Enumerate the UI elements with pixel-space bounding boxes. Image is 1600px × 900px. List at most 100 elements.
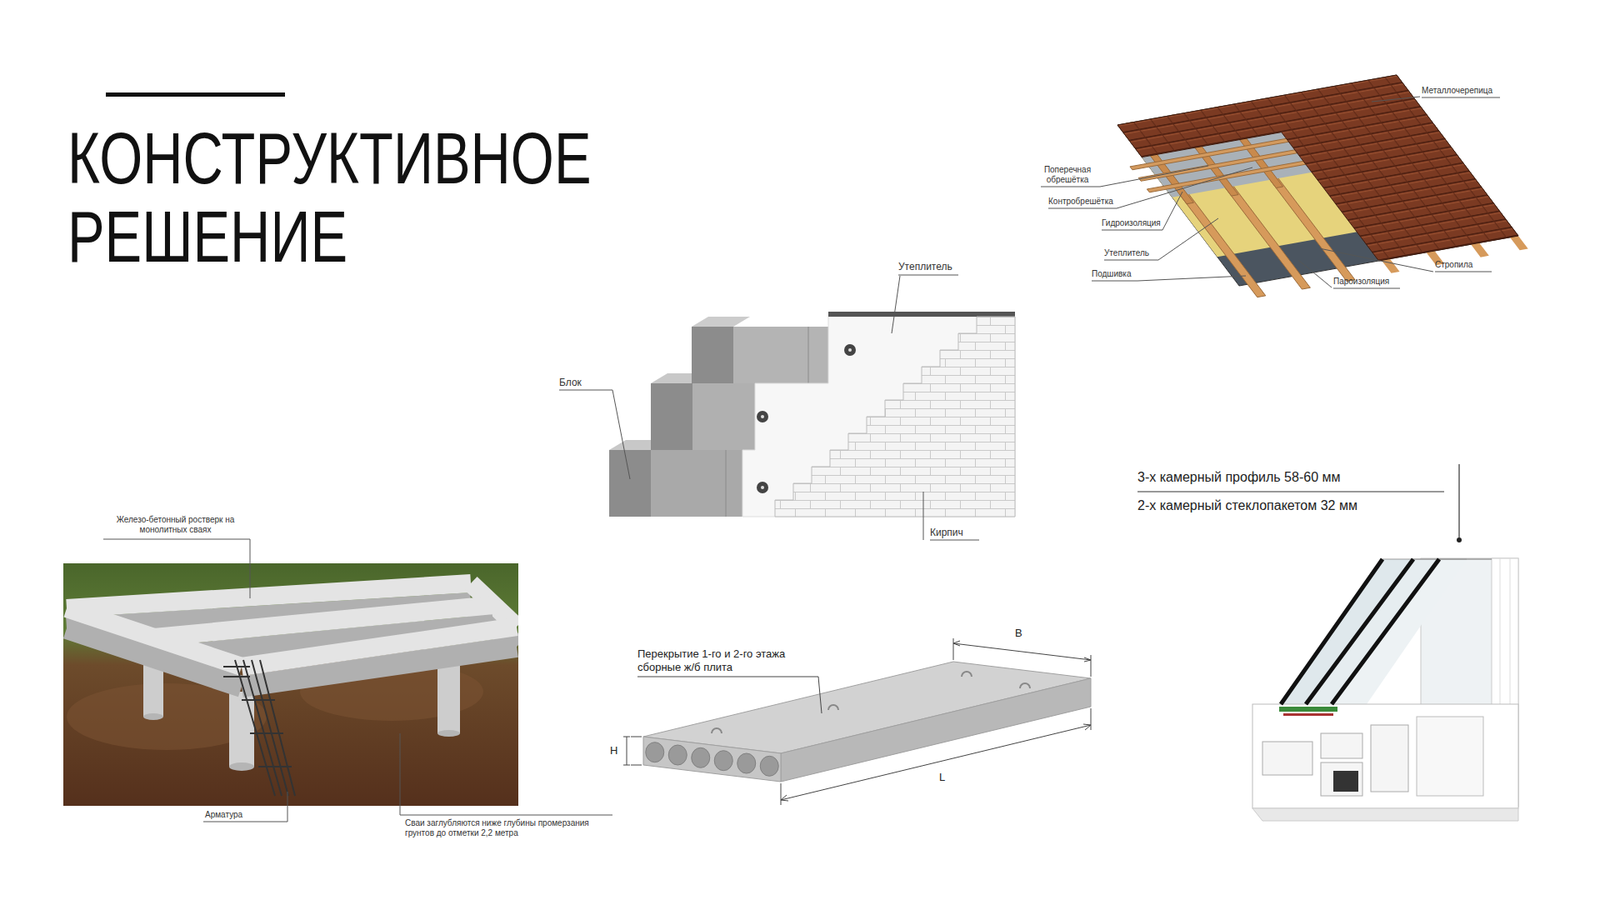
slab-illustration-part-part [737, 753, 756, 774]
window-illustration-part [1333, 770, 1359, 792]
callout-label: B [1015, 626, 1023, 640]
callout-label: Поперечная обрешётка [1037, 165, 1098, 185]
wall-illustration-part-part [559, 390, 630, 480]
slab-illustration-part [780, 678, 1091, 782]
callout-label: Арматура [205, 810, 243, 820]
roof-illustration-part [1040, 96, 1500, 289]
wall-illustration-part [650, 383, 693, 450]
slide-title: КОНСТРУКТИВНОЕ РЕШЕНИЕ [67, 119, 592, 276]
slab-illustration-part-part [711, 728, 722, 734]
slab-illustration-part-part [645, 742, 665, 763]
slab-illustration [623, 638, 1091, 805]
wall-illustration-part-part [923, 491, 980, 540]
foundation-illustration-part [103, 539, 613, 822]
callout-label: Утеплитель [898, 260, 953, 273]
slab-illustration-part-part [953, 640, 1091, 662]
callout-label: Подшивка [1091, 269, 1131, 280]
slab-illustration-part-part [623, 736, 642, 765]
foundation-illustration-part-part [203, 791, 288, 822]
wall-illustration [559, 275, 1015, 540]
slab-illustration-part-part [828, 705, 839, 710]
foundation-illustration-part-part-part [66, 608, 242, 667]
window-illustration-part [1262, 741, 1313, 775]
callout-label: Пароизоляция [1333, 276, 1390, 287]
roof-illustration-part-part [1117, 75, 1519, 286]
foundation-illustration-part-part-part [241, 626, 517, 667]
slab-illustration-part-part [780, 708, 1091, 805]
foundation-illustration-part-part [223, 660, 295, 796]
window-illustration-part [1279, 706, 1338, 712]
foundation-illustration-part-part [143, 713, 164, 720]
wall-illustration-part [760, 485, 765, 490]
foundation-illustration [63, 539, 613, 822]
window-illustration-part [1320, 733, 1363, 759]
slab-illustration-part-part [961, 671, 972, 677]
roof-illustration-part [1100, 75, 1529, 302]
callout-label: Кирпич [930, 526, 964, 539]
callout-label: Металлочерепица [1421, 85, 1493, 96]
window-illustration-part [1320, 762, 1363, 796]
window-illustration-part [1283, 713, 1334, 716]
roof-illustration [1040, 75, 1529, 302]
foundation-illustration-part-part [63, 563, 519, 806]
foundation-illustration-part-part [66, 583, 517, 687]
window-illustration-part [1416, 716, 1484, 796]
slab-illustration-part-part [953, 638, 1091, 677]
callout-label: Контробрешётка [1048, 196, 1114, 207]
window-illustration-part [1370, 725, 1409, 792]
callout-label: Гидроизоляция [1101, 218, 1161, 229]
foundation-illustration-part-part [229, 691, 255, 767]
callout-label: Утеплитель [1104, 248, 1150, 259]
window-illustration-part [1456, 537, 1462, 543]
slab-illustration-part-part [1020, 683, 1030, 689]
foundation-illustration-part-part-part [235, 660, 295, 796]
slab-illustration-part-part [760, 755, 779, 776]
slab-illustration-part [623, 638, 1091, 805]
roof-illustration-part-part [1101, 191, 1183, 230]
foundation-illustration-part-part [400, 733, 613, 815]
foundation-illustration-part-part-part [223, 666, 250, 677]
slab-illustration-part [643, 736, 781, 782]
slab-illustration-part [711, 671, 1030, 734]
wall-illustration-part [691, 326, 734, 384]
window-illustration-part [1252, 808, 1519, 821]
wall-illustration-part [848, 348, 852, 352]
window-illustration-part [1252, 704, 1519, 809]
callout-label: H [610, 744, 618, 758]
foundation-illustration-part-part [103, 539, 250, 599]
foundation-illustration-part-part [437, 730, 460, 737]
roof-illustration-part-part [1371, 96, 1500, 102]
wall-illustration-part [559, 275, 980, 540]
wall-illustration-part [756, 481, 769, 494]
foundation-illustration-part-part-part [241, 700, 292, 767]
slab-illustration-part-part [668, 745, 687, 765]
callout-label: Стропила [1435, 260, 1473, 270]
callout-label: 2-х камерный стеклопакетом 32 мм [1137, 497, 1358, 514]
slab-illustration-part-part [691, 747, 710, 768]
wall-illustration-part [828, 311, 1015, 317]
wall-illustration-part-part [891, 275, 959, 334]
roof-illustration-part-part [1298, 260, 1400, 289]
callout-label: 3-х камерный профиль 58-60 мм [1137, 469, 1340, 485]
window-illustration-part [1280, 559, 1440, 705]
wall-illustration-part [775, 316, 1015, 517]
roof-illustration-part-part [1319, 248, 1492, 272]
wall-illustration-part [760, 415, 765, 419]
callout-label: Блок [559, 376, 582, 389]
roof-illustration-part-part [1117, 75, 1519, 286]
slab-illustration-part-part [637, 676, 822, 714]
callout-label: Перекрытие 1-го и 2-го этажа сборные ж/б… [637, 647, 817, 675]
callout-label: L [939, 770, 945, 785]
foundation-illustration-part-part [229, 762, 255, 771]
title-bar [105, 92, 285, 97]
slab-illustration-part-part [780, 724, 1091, 801]
wall-illustration-part [742, 316, 1015, 517]
wall-illustration-part [691, 316, 750, 327]
roof-illustration-part-part [1470, 242, 1490, 257]
callout-label: Сваи заглубляются ниже глубины промерзан… [405, 818, 614, 839]
slab-illustration-part-part [714, 750, 733, 771]
foundation-illustration-part-part [437, 662, 460, 734]
wall-illustration-part [844, 344, 856, 356]
window-illustration-part [1137, 464, 1460, 538]
callout-label: Железо-бетонный ростверк на монолитных с… [106, 515, 245, 535]
